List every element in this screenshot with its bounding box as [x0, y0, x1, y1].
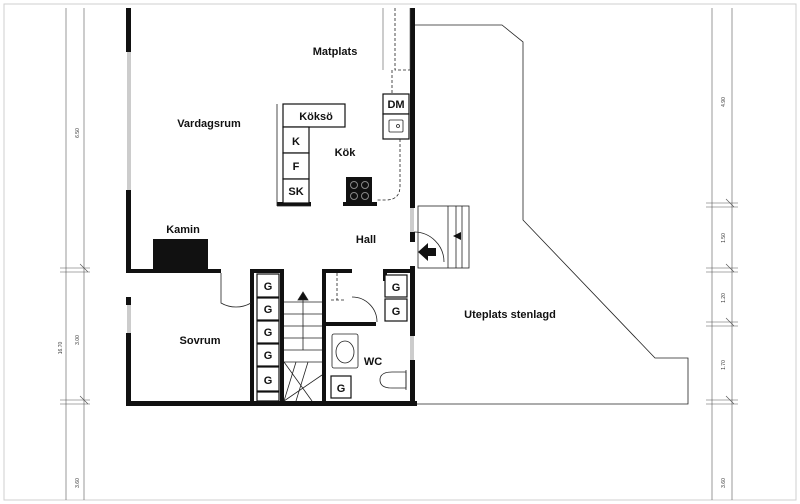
stove-icon	[346, 177, 372, 203]
entry-arrow-icon	[418, 243, 436, 261]
label-vardagsrum: Vardagsrum	[177, 118, 241, 130]
label-g-8: G	[337, 383, 346, 395]
wc-fixtures	[331, 333, 407, 390]
label-g-6: G	[392, 282, 401, 294]
wardrobe-column-bedroom	[256, 273, 280, 402]
door-swings	[220, 273, 378, 323]
dim-right-top: 4.90	[721, 97, 727, 107]
washbasin-icon	[335, 340, 355, 364]
label-kamin: Kamin	[166, 224, 200, 236]
dimension-lines	[60, 8, 738, 500]
terrace-outline	[415, 24, 689, 405]
dim-right-bottom: 3.60	[721, 478, 727, 488]
label-dm: DM	[387, 99, 404, 111]
label-hall: Hall	[356, 234, 376, 246]
label-g-2: G	[264, 304, 273, 316]
label-g-1: G	[264, 281, 273, 293]
wardrobe-wc	[330, 375, 352, 399]
label-uteplats: Uteplats stenlagd	[464, 309, 556, 321]
label-g-5: G	[264, 375, 273, 387]
walls	[126, 8, 417, 406]
dimension-labels: 16.70 6.50 3.00 3.60 4.90 1.50 1.20 1.70…	[58, 97, 727, 488]
dim-right-a: 1.50	[721, 233, 727, 243]
staircase	[283, 291, 323, 402]
label-wc: WC	[364, 356, 382, 368]
label-koksoe: Köksö	[299, 111, 333, 123]
label-kok: Kök	[335, 147, 357, 159]
entrance-steps	[413, 205, 470, 269]
label-matplats: Matplats	[313, 46, 358, 58]
label-f: F	[293, 161, 300, 173]
label-g-7: G	[392, 306, 401, 318]
dim-right-c: 1.70	[721, 360, 727, 370]
label-sk: SK	[288, 186, 303, 198]
wardrobe-column-hall	[384, 274, 408, 322]
stair-arrow-icon	[297, 291, 309, 301]
dim-left-top: 6.50	[75, 128, 81, 138]
page-border	[3, 3, 797, 501]
dim-left-bottom: 3.60	[75, 478, 81, 488]
dim-right-b: 1.20	[721, 293, 727, 303]
label-sovrum: Sovrum	[180, 335, 221, 347]
windows	[127, 8, 414, 360]
dim-left-middle: 3.00	[75, 335, 81, 345]
wardrobe-labels: G G G G G G G G	[264, 281, 401, 395]
label-g-4: G	[264, 350, 273, 362]
label-k: K	[292, 136, 300, 148]
label-g-3: G	[264, 327, 273, 339]
sink-icon	[388, 119, 404, 133]
entrance-door-swing	[413, 231, 445, 263]
dim-left-total: 16.70	[58, 342, 64, 355]
kitchen-counter	[276, 8, 410, 207]
toilet-icon	[379, 371, 407, 389]
entrance-arrow-icon	[453, 232, 461, 240]
